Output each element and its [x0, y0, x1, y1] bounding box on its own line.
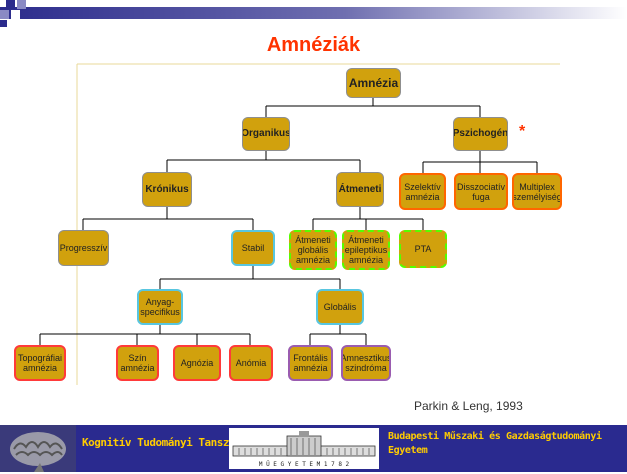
node-kronikus: Krónikus — [142, 172, 192, 207]
node-atmeneti-globalis: Átmeneti globális amnézia — [289, 230, 337, 270]
header-decoration — [0, 0, 627, 27]
node-progressziv: Progresszív — [58, 230, 109, 266]
node-multiplex: Multiplex személyiség — [512, 173, 562, 210]
department-name: Kognitív Tudományi Tanszék — [82, 436, 242, 449]
node-pszichogen: Pszichogén — [453, 117, 508, 151]
node-agnozia: Agnózia — [173, 345, 221, 381]
slide-title: Amnéziák — [266, 34, 361, 56]
node-atmeneti-epileptikus: Átmeneti epileptikus amnézia — [342, 230, 390, 270]
node-topografiai: Topográfiai amnézia — [14, 345, 66, 381]
citation: Parkin & Leng, 1993 — [414, 399, 523, 413]
node-atmeneti: Átmeneti — [336, 172, 384, 207]
logo-caption: M Ű E G Y E T E M 1 7 8 2 — [259, 461, 350, 468]
note-star: * — [519, 123, 526, 140]
node-amnesztikus: Amnesztikus szindróma — [341, 345, 391, 381]
diagram-connectors — [39, 63, 560, 385]
node-stabil: Stabil — [231, 230, 275, 266]
footer-bar: Kognitív Tudományi Tanszék M Ű E G Y E T… — [0, 425, 627, 472]
node-szin: Szín amnézia — [116, 345, 159, 381]
node-anomia: Anómia — [229, 345, 273, 381]
node-szelektiv: Szelektív amnézia — [399, 173, 446, 210]
brain-logo-icon — [0, 425, 76, 472]
node-anyagspecifikus: Anyag- specifikus — [137, 289, 183, 325]
node-globalis: Globális — [316, 289, 364, 325]
node-disszociativ: Disszociatív fuga — [454, 173, 508, 210]
node-pta: PTA — [399, 230, 447, 268]
node-organikus: Organikus — [242, 117, 290, 151]
node-frontalis: Frontális amnézia — [288, 345, 333, 381]
university-name: Budapesti Műszaki és Gazdaságtudományi E… — [388, 431, 602, 456]
node-amnezia: Amnézia — [346, 68, 401, 98]
university-logo: M Ű E G Y E T E M 1 7 8 2 — [229, 428, 379, 469]
